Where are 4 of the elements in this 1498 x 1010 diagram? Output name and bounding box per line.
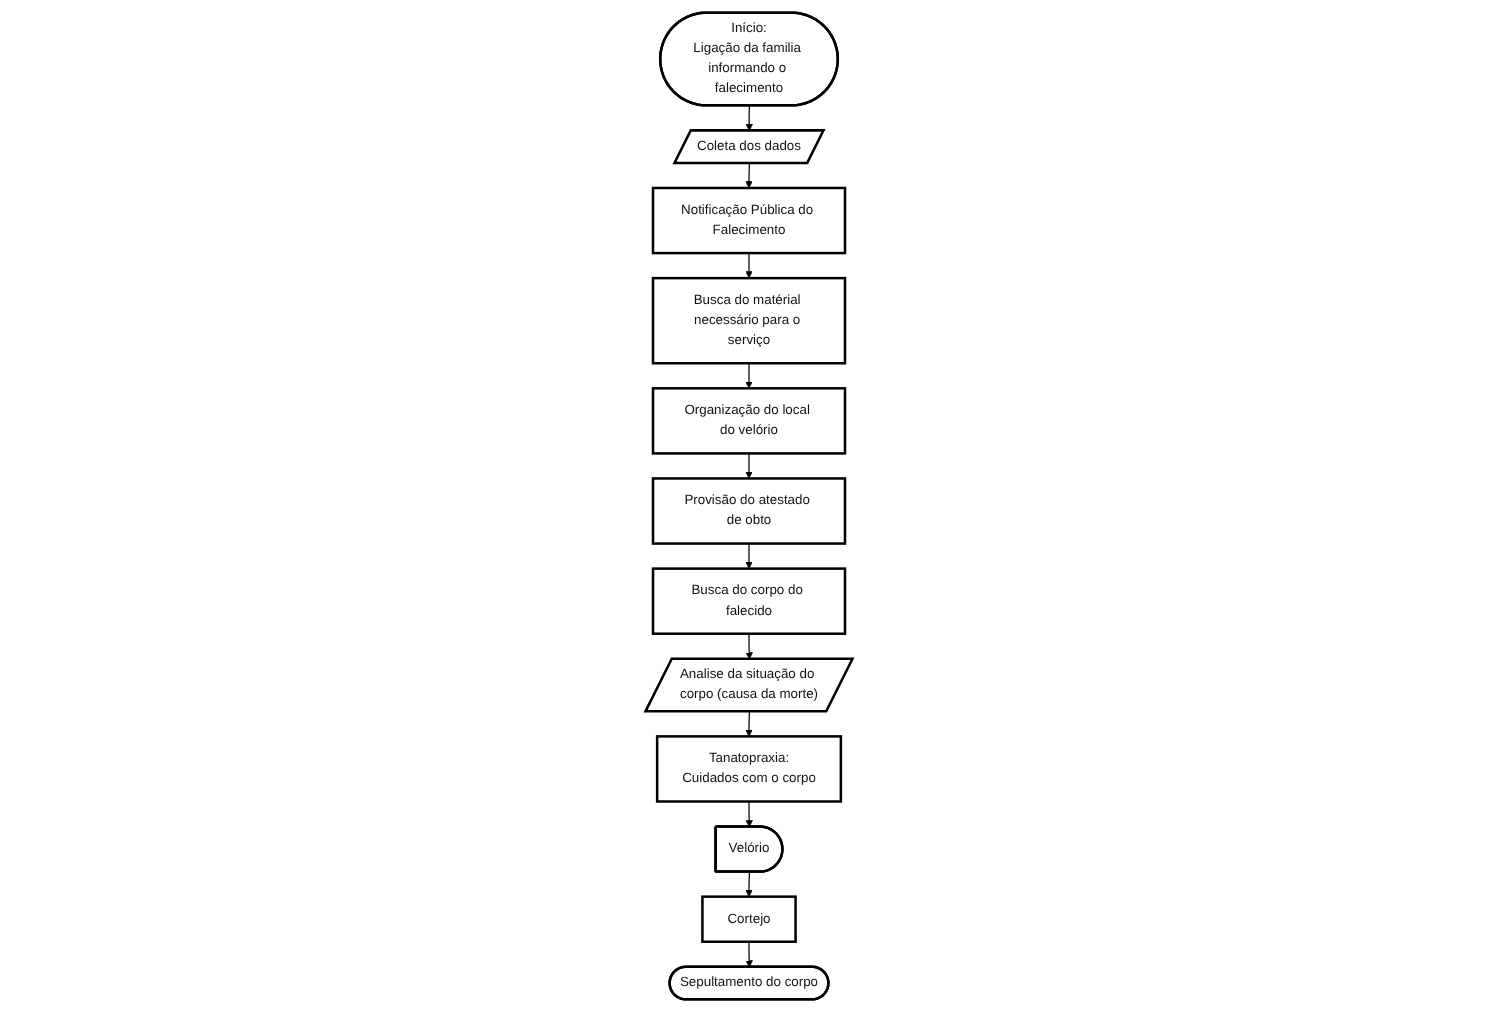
arrow — [745, 251, 753, 278]
arrow — [745, 870, 753, 896]
arrow — [745, 104, 753, 131]
arrow — [745, 161, 753, 188]
